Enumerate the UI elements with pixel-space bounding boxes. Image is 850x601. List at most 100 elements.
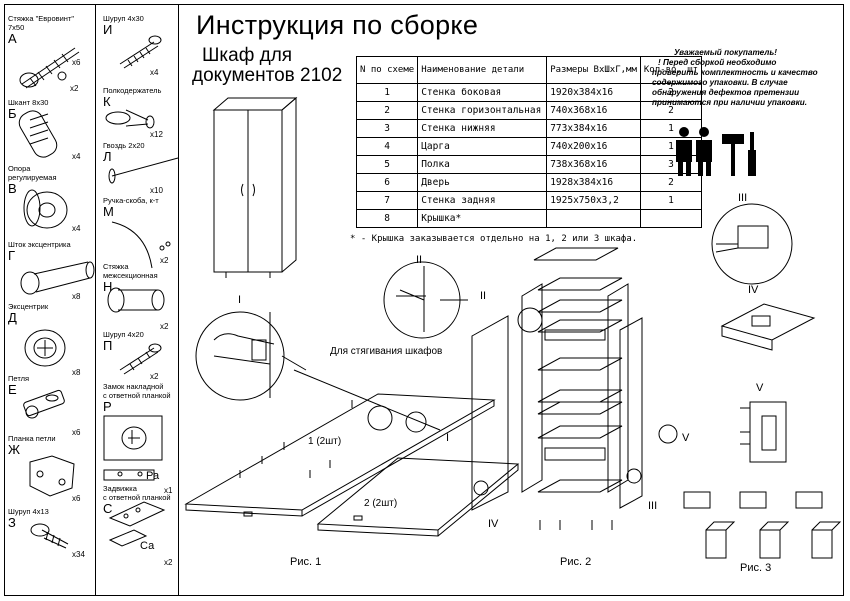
part-letter: М <box>103 204 114 219</box>
part-letter: Р <box>103 399 112 414</box>
handle-icon <box>111 221 171 269</box>
part-name: Шуруп 4x13 <box>8 507 49 516</box>
parts-table: N по схеме Наименование детали Размеры В… <box>355 56 703 228</box>
part-letter: И <box>103 22 113 37</box>
part-letter: Ж <box>8 442 21 457</box>
detail-i <box>195 311 441 431</box>
part-letter: К <box>103 94 111 109</box>
part-z: Шуруп 4x13 З <box>8 507 49 530</box>
part-name-2: с ответной планкой <box>103 391 171 400</box>
part-letter: А <box>8 31 17 46</box>
shelf-pin-icon <box>105 109 155 129</box>
detail-label-v: V <box>756 382 764 394</box>
column-divider-1 <box>95 4 96 596</box>
part-letter: Г <box>8 248 16 263</box>
qty: x6 <box>72 494 81 503</box>
notice-line: Уважаемый покупатель! <box>674 48 777 57</box>
fig3-hinges <box>683 491 842 559</box>
part-letter: Б <box>8 106 17 121</box>
part-name: Планка петли <box>8 434 56 443</box>
hinge-icon <box>23 389 65 419</box>
part-letter: Н <box>103 279 113 294</box>
eccentric-icon <box>24 329 66 367</box>
part-r: Замок накладной с ответной планкой Р <box>103 382 171 414</box>
part-name: Стяжка <box>103 262 129 271</box>
header-cell: Размеры ВхШхГ,мм <box>546 56 641 84</box>
part-letter: В <box>8 181 17 196</box>
subtitle-line2: документов 2102 <box>192 65 343 86</box>
part-name: Стяжка "Евровинт" <box>8 14 75 23</box>
part-e: Петля Е <box>8 374 29 397</box>
part-name: Петля <box>8 374 30 383</box>
part-s: Задвижка с ответной планкой С <box>103 484 171 516</box>
part-name: Шуруп 4x30 <box>103 14 144 23</box>
detail-label-iv: IV <box>748 284 759 296</box>
detail-iv <box>720 303 816 351</box>
part-v: Опора регулируемая В <box>8 164 57 196</box>
header-cell: Наименование детали <box>417 56 548 84</box>
part-a: Стяжка "Евровинт" 7x50 А <box>8 14 74 46</box>
qty: x6 <box>72 58 81 67</box>
subtitle-line1: Шкаф для <box>202 45 293 66</box>
page-frame <box>4 4 844 596</box>
detail-label-iii: III <box>738 192 748 204</box>
fig1-panels <box>184 393 520 537</box>
buyer-notice: Уважаемый покупатель! ! Перед сборкой не… <box>652 48 838 108</box>
fig1-side-label: 1 (2шт) <box>308 436 342 447</box>
table-cell: 8 <box>355 209 419 228</box>
qty: x6 <box>72 428 81 437</box>
table-cell: Крышка* <box>417 209 548 228</box>
part-name: Шкант 8x30 <box>8 98 49 107</box>
part-name: Шток эксцентрика <box>8 240 71 249</box>
fig2-label-iii: III <box>648 500 658 512</box>
notice-line: проверить комплектность и качество <box>652 68 818 77</box>
fig2-label-iv: IV <box>488 518 499 530</box>
part-name-2: с ответной планкой <box>103 493 171 502</box>
figure-1-caption: Рис. 1 <box>290 556 322 568</box>
part-d: Эксцентрик Д <box>8 302 48 325</box>
dowel-icon <box>18 110 58 158</box>
part-n: Стяжка межсекционная Н <box>103 262 158 294</box>
part-name: Эксцентрик <box>8 302 49 311</box>
tools-pictograms <box>676 127 756 176</box>
qty: x4 <box>72 152 81 161</box>
part-b: Шкант 8x30 Б <box>8 98 48 121</box>
detail-v <box>740 401 787 463</box>
part-letter: П <box>103 338 113 353</box>
figure-2-caption: Рис. 2 <box>560 556 592 568</box>
qty: x2 <box>164 558 173 567</box>
table-header-row: N по схеме Наименование детали Размеры В… <box>355 56 703 84</box>
section-connector-icon <box>107 287 165 313</box>
page-title: Инструкция по сборке <box>196 10 479 40</box>
part-name: Гвоздь 2x20 <box>103 141 145 150</box>
table-cell: 4 <box>355 137 419 156</box>
notice-line: ! Перед сборкой необходимо <box>658 58 777 67</box>
qty: x8 <box>72 292 81 301</box>
part-name: Задвижка <box>103 484 137 493</box>
part-name: Опора <box>8 164 31 173</box>
hinge-plate-icon <box>29 455 75 497</box>
qty: x10 <box>150 186 163 195</box>
detail-label-i: I <box>238 294 242 306</box>
sub-letter: Са <box>140 540 155 552</box>
part-name-2: 7x50 <box>8 23 25 32</box>
sub-letter: Ра <box>146 470 160 482</box>
part-l: Гвоздь 2x20 Л <box>103 141 145 164</box>
part-name: Шуруп 4x20 <box>103 330 144 339</box>
column-divider-2 <box>178 4 179 596</box>
qty: x34 <box>72 550 85 559</box>
part-m: Ручка-скоба, к-т М <box>103 196 159 219</box>
callout: Для стягивания шкафов <box>330 346 443 357</box>
part-p: Шуруп 4x20 П <box>103 330 144 353</box>
qty: x2 <box>70 84 79 93</box>
part-name: Ручка-скоба, к-т <box>103 196 159 205</box>
fig2-label-ii: II <box>480 290 487 302</box>
part-letter: Д <box>8 310 17 325</box>
screw-a-icon <box>19 47 80 89</box>
part-g: Шток эксцентрика Г <box>8 240 71 263</box>
qty: x2 <box>160 322 169 331</box>
fig2-label-v: V <box>682 432 690 444</box>
